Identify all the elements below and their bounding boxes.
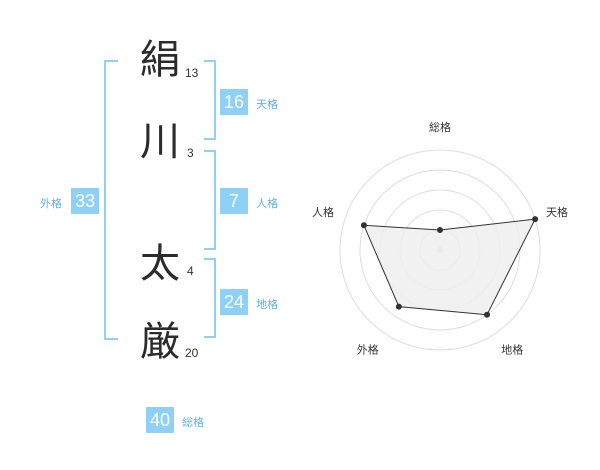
- radar-points: [360, 216, 539, 318]
- chikaku-result: 24 地格: [220, 289, 278, 315]
- jinkaku-label: 人格: [256, 197, 279, 210]
- gaikaku-result: 外格 33: [40, 188, 100, 214]
- radar-point-4: [395, 303, 402, 310]
- name-char-1: 絹: [140, 37, 180, 83]
- chikaku-value: 24: [220, 289, 248, 315]
- gaikaku-label: 外格: [40, 197, 62, 210]
- radar-point-3: [484, 311, 491, 318]
- chikaku-bracket: [204, 258, 216, 338]
- radar-value-polygon: [363, 218, 536, 316]
- stroke-count-1: 13: [185, 66, 199, 80]
- radar-point-2: [532, 216, 539, 223]
- gaikaku-value: 33: [71, 188, 100, 214]
- stroke-count-4: 20: [185, 346, 199, 360]
- gaikaku-bracket: [104, 60, 118, 340]
- radar-grid-ring: [339, 149, 541, 351]
- radar-label-3: 地格: [501, 343, 523, 357]
- name-char-2: 川: [140, 119, 180, 165]
- radar-label-4: 外格: [357, 343, 379, 357]
- stroke-count-3: 4: [187, 264, 194, 278]
- radar-label-1: 総格: [429, 120, 451, 134]
- radar-label-5: 人格: [312, 205, 334, 219]
- soukaku-value: 40: [146, 407, 174, 433]
- name-char-4: 厳: [140, 319, 180, 365]
- jinkaku-value: 7: [220, 188, 248, 214]
- soukaku-result: 40 総格: [146, 407, 204, 433]
- name-char-3: 太: [140, 241, 180, 287]
- radar-point-1: [437, 227, 443, 233]
- tenkaku-bracket: [204, 60, 216, 140]
- tenkaku-result: 16 天格: [220, 89, 278, 115]
- jinkaku-result: 7 人格: [220, 188, 278, 214]
- jinkaku-bracket: [204, 150, 216, 250]
- tenkaku-value: 16: [220, 89, 248, 115]
- chikaku-label: 地格: [256, 298, 279, 311]
- radar-point-5: [360, 222, 367, 229]
- stroke-count-2: 3: [187, 146, 194, 160]
- soukaku-label: 総格: [182, 416, 205, 429]
- radar-label-2: 天格: [546, 205, 568, 219]
- tenkaku-label: 天格: [256, 98, 279, 111]
